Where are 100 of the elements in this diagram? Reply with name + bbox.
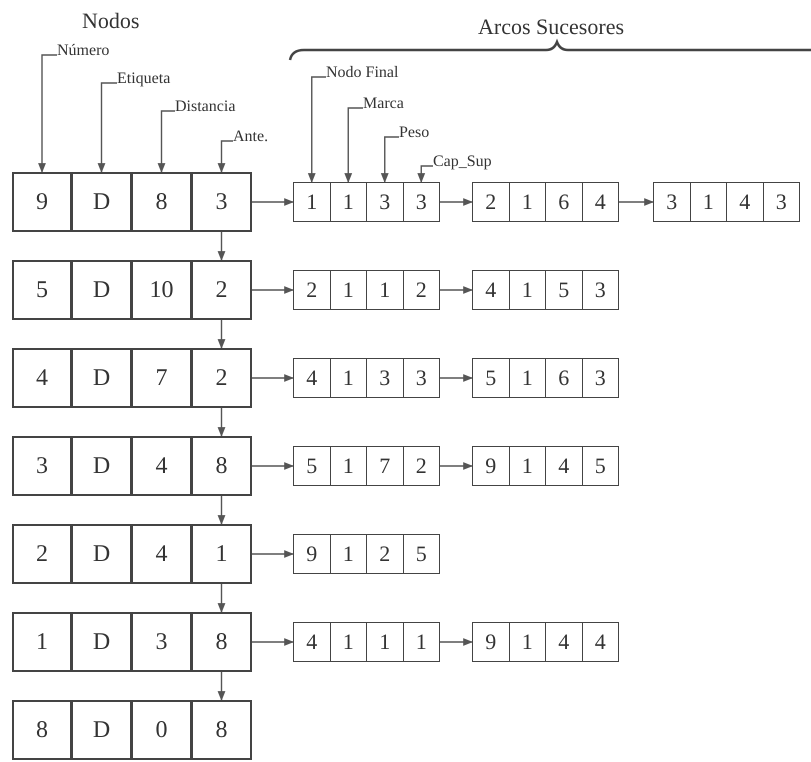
arc-field-cell: 3: [366, 358, 404, 398]
arc-field-cell: 1: [508, 622, 546, 662]
arrow: [218, 496, 226, 525]
leader-line: [38, 54, 57, 173]
field-label: Nodo Final: [326, 64, 398, 82]
node-field-cell: 3: [12, 436, 72, 496]
node-field-cell: 2: [191, 348, 252, 408]
arrow: [440, 286, 473, 294]
node-field-cell: D: [71, 524, 132, 584]
arrow: [252, 550, 294, 558]
arc-field-cell: 3: [582, 358, 619, 398]
field-label: Peso: [399, 124, 430, 142]
arrow: [440, 374, 473, 382]
arc-field-cell: 1: [508, 358, 546, 398]
arc-field-cell: 6: [545, 358, 582, 398]
leader-line: [308, 76, 326, 183]
arc-field-cell: 3: [653, 182, 690, 222]
arc-field-cell: 4: [582, 182, 619, 222]
arc-field-cell: 1: [330, 446, 367, 486]
leader-line: [344, 107, 363, 183]
arc-field-cell: 5: [402, 534, 440, 574]
arc-field-cell: 2: [293, 270, 330, 310]
arc-field-cell: 3: [402, 358, 440, 398]
arc-field-cell: 4: [293, 622, 330, 662]
node-field-cell: D: [71, 612, 132, 672]
arc-field-cell: 1: [508, 446, 546, 486]
arc-field-cell: 1: [690, 182, 727, 222]
arrow: [218, 232, 226, 261]
arrow: [252, 462, 294, 470]
node-field-cell: 10: [131, 260, 192, 320]
arc-field-cell: 2: [366, 534, 404, 574]
arc-field-cell: 4: [545, 446, 582, 486]
arc-field-cell: 2: [472, 182, 510, 222]
arc-field-cell: 1: [402, 622, 440, 662]
node-field-cell: 7: [131, 348, 192, 408]
node-field-cell: 3: [131, 612, 192, 672]
arc-field-cell: 4: [582, 622, 619, 662]
arc-field-cell: 3: [762, 182, 800, 222]
arc-field-cell: 4: [293, 358, 330, 398]
arc-field-cell: 1: [330, 270, 367, 310]
arc-field-cell: 3: [582, 270, 619, 310]
arrow: [218, 408, 226, 437]
arc-field-cell: 5: [582, 446, 619, 486]
node-field-cell: D: [71, 172, 132, 232]
node-field-cell: 2: [191, 260, 252, 320]
node-field-cell: 8: [131, 172, 192, 232]
arc-field-cell: 1: [366, 270, 404, 310]
arrow: [218, 672, 226, 701]
arrow: [252, 638, 294, 646]
arrow: [218, 320, 226, 349]
arc-field-cell: 4: [726, 182, 764, 222]
node-field-cell: 8: [191, 700, 252, 760]
node-field-cell: 1: [191, 524, 252, 584]
node-field-cell: 8: [12, 700, 72, 760]
arc-field-cell: 1: [330, 622, 367, 662]
arc-field-cell: 1: [293, 182, 330, 222]
node-field-cell: D: [71, 700, 132, 760]
leader-line: [218, 140, 233, 173]
node-field-cell: 4: [12, 348, 72, 408]
node-field-cell: 1: [12, 612, 72, 672]
arc-field-cell: 9: [293, 534, 330, 574]
leader-line: [417, 165, 433, 183]
node-field-cell: 4: [131, 436, 192, 496]
arrow: [619, 198, 654, 206]
arc-field-cell: 5: [472, 358, 510, 398]
heading: Arcos Sucesores: [478, 14, 624, 40]
node-field-cell: 8: [191, 612, 252, 672]
arc-field-cell: 4: [545, 622, 582, 662]
field-label: Etiqueta: [117, 70, 170, 88]
field-label: Distancia: [175, 98, 236, 116]
arrow: [252, 286, 294, 294]
arc-field-cell: 5: [545, 270, 582, 310]
field-label: Número: [57, 42, 110, 60]
arc-field-cell: 5: [293, 446, 330, 486]
arc-field-cell: 1: [330, 358, 367, 398]
leader-line: [380, 136, 399, 183]
node-field-cell: D: [71, 348, 132, 408]
leader-line: [98, 82, 117, 173]
field-label: Cap_Sup: [433, 153, 492, 171]
arrow: [440, 462, 473, 470]
node-field-cell: 2: [12, 524, 72, 584]
node-field-cell: 0: [131, 700, 192, 760]
heading: Nodos: [82, 8, 140, 34]
arc-field-cell: 3: [402, 182, 440, 222]
arc-field-cell: 1: [330, 534, 367, 574]
arc-field-cell: 1: [508, 270, 546, 310]
arc-field-cell: 9: [472, 622, 510, 662]
arc-field-cell: 2: [402, 446, 440, 486]
field-label: Marca: [363, 95, 404, 113]
node-field-cell: 9: [12, 172, 72, 232]
node-field-cell: 4: [131, 524, 192, 584]
arc-field-cell: 2: [402, 270, 440, 310]
arc-field-cell: 1: [508, 182, 546, 222]
arc-field-cell: 7: [366, 446, 404, 486]
node-field-cell: 5: [12, 260, 72, 320]
field-label: Ante.: [233, 128, 268, 146]
leader-line: [158, 110, 175, 173]
node-field-cell: D: [71, 436, 132, 496]
node-field-cell: 3: [191, 172, 252, 232]
node-field-cell: D: [71, 260, 132, 320]
